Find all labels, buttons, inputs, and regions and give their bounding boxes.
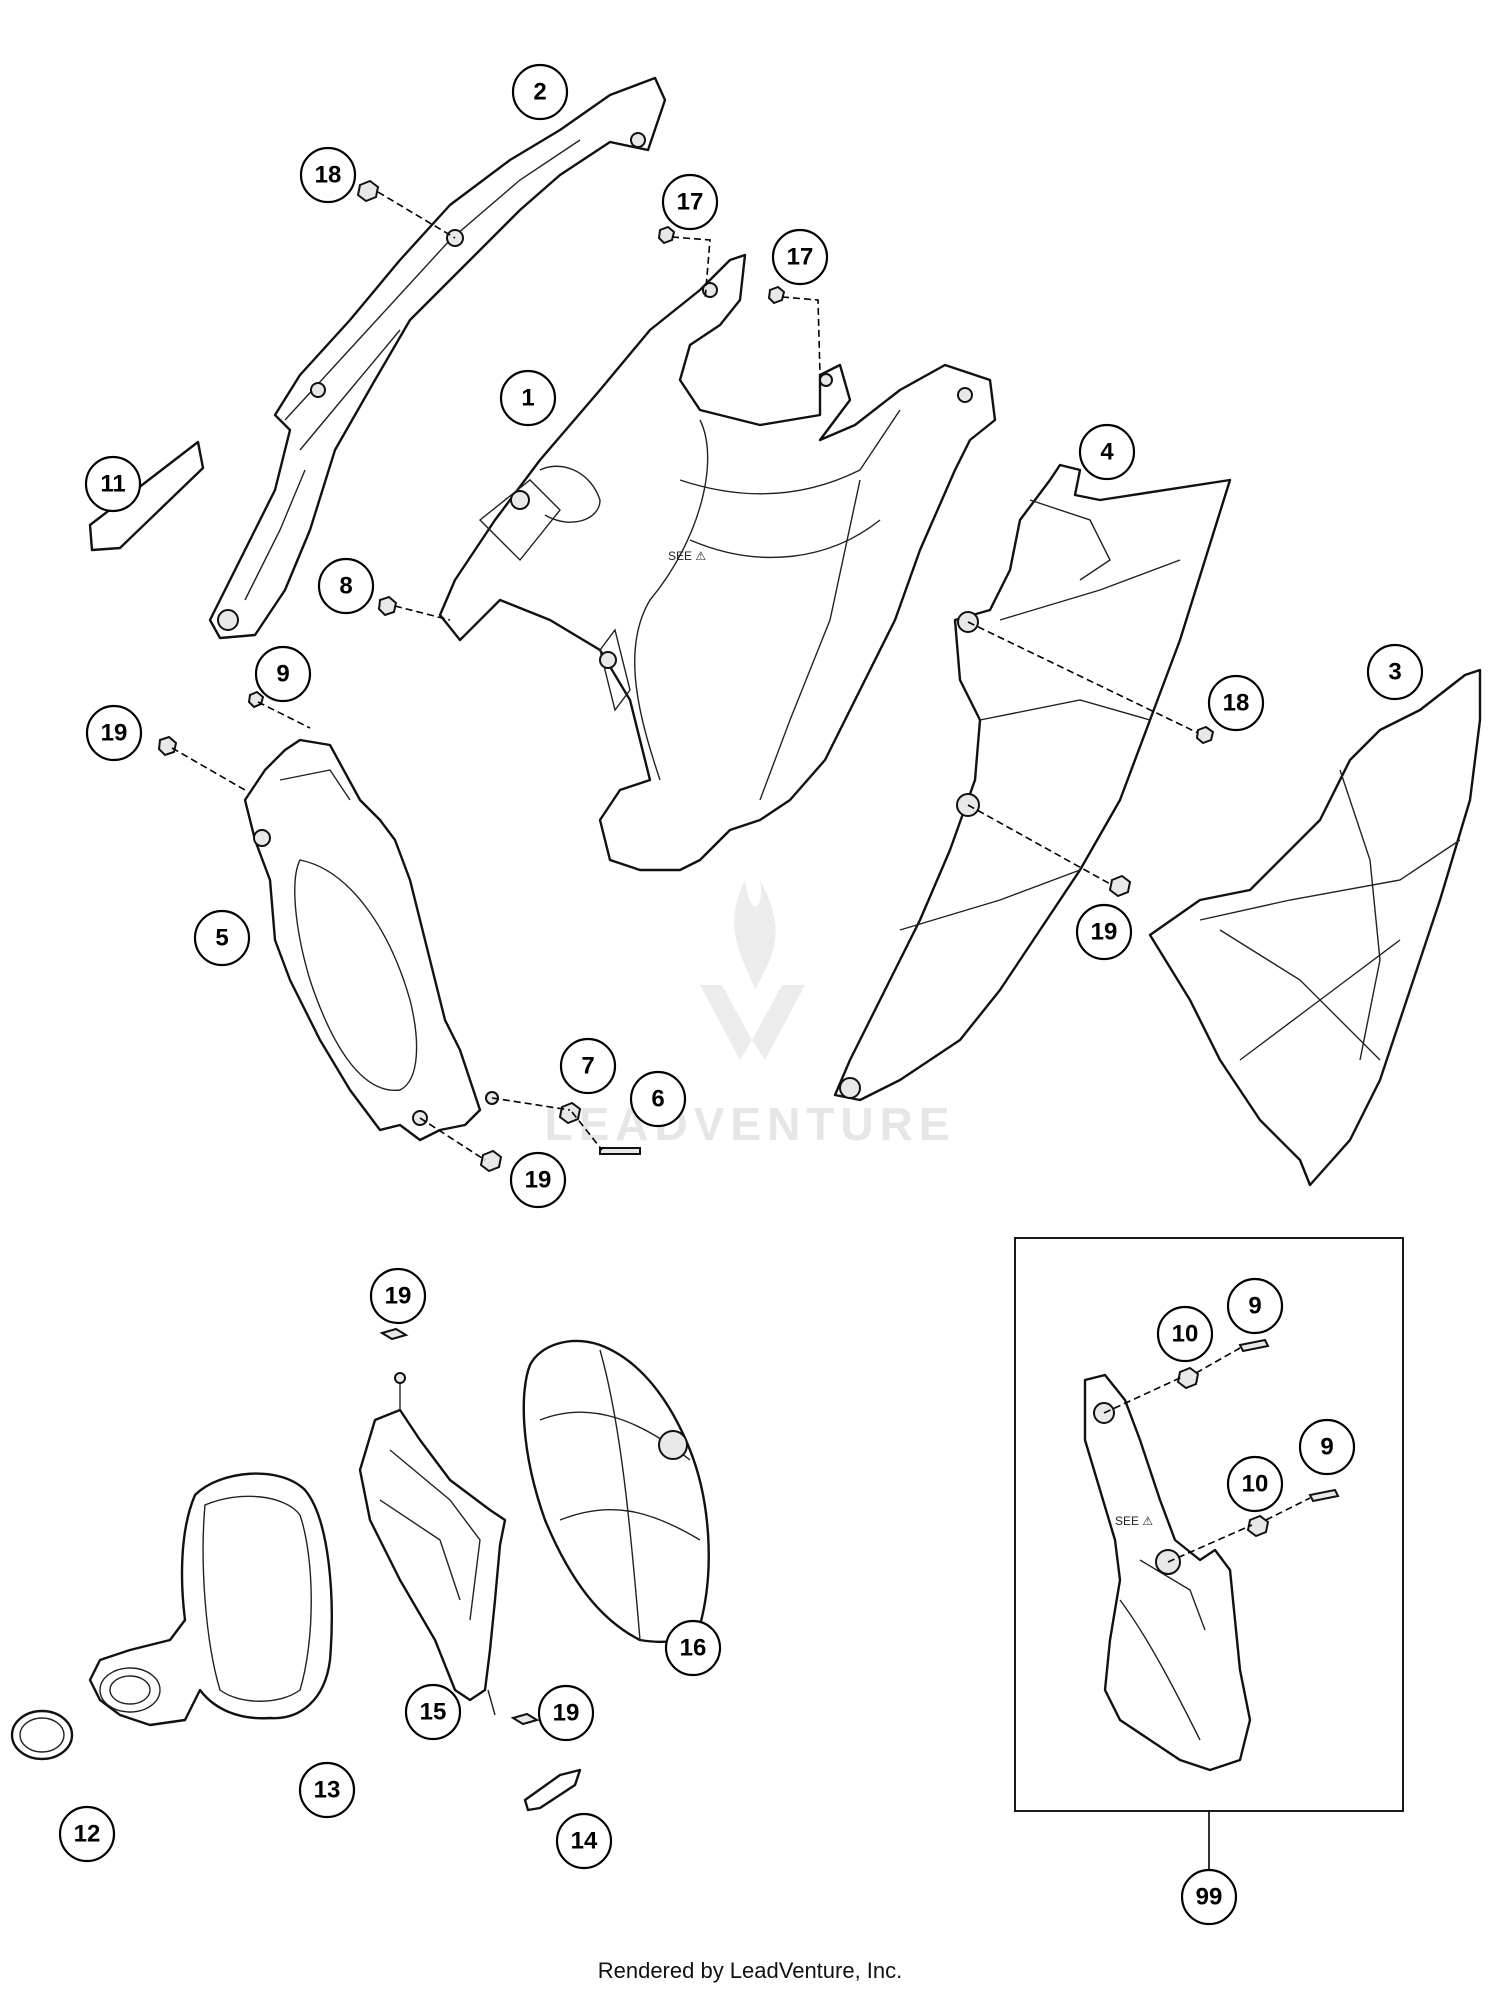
callout-14[interactable]: 14 [555,1812,613,1870]
svg-text:19: 19 [101,720,128,747]
svg-text:13: 13 [314,1777,341,1804]
callout-9[interactable]: 9 [1226,1277,1284,1335]
callout-17[interactable]: 17 [661,173,719,231]
leader-lines [171,191,1311,1563]
svg-text:12: 12 [74,1821,101,1848]
nut-19b [1108,874,1132,898]
nut-8 [377,595,398,617]
callout-9[interactable]: 9 [254,645,312,703]
svg-text:10: 10 [1172,1321,1199,1348]
part-12-clamp [10,1709,74,1761]
svg-text:99: 99 [1196,1884,1223,1911]
bolt-17a [657,225,676,245]
nut-19c [479,1149,503,1173]
part-4-side-cover [833,463,1232,1102]
svg-text:16: 16 [680,1635,707,1662]
svg-text:18: 18 [1223,690,1250,717]
washer-10a [1176,1366,1200,1390]
svg-text:19: 19 [1091,919,1118,946]
callout-8[interactable]: 8 [317,557,375,615]
svg-text:18: 18 [315,162,342,189]
callout-10[interactable]: 10 [1226,1455,1284,1513]
svg-text:SEE ⚠: SEE ⚠ [668,549,706,563]
callout-17[interactable]: 17 [771,228,829,286]
svg-text:6: 6 [651,1086,664,1113]
callout-12[interactable]: 12 [58,1805,116,1863]
svg-text:17: 17 [677,189,704,216]
bolt-9a [247,690,265,709]
svg-text:1: 1 [521,385,534,412]
part-13-filter-boot [88,1472,333,1727]
part-1-airbox-cover: SEE ⚠ [438,253,997,872]
svg-text:19: 19 [525,1167,552,1194]
svg-text:2: 2 [533,79,546,106]
clip-19e [510,1712,540,1726]
callout-19[interactable]: 19 [369,1267,427,1325]
watermark-flame-icon [734,880,776,990]
nut-18b [1195,725,1215,745]
svg-text:11: 11 [100,471,125,498]
svg-text:19: 19 [385,1283,412,1310]
svg-text:9: 9 [1248,1293,1261,1320]
clip-19d [379,1327,409,1341]
part-2-side-strip [208,76,667,640]
part-5-airbox-frame [243,738,499,1142]
callout-19[interactable]: 19 [1075,903,1133,961]
washer-7 [558,1101,582,1125]
nut-18a [356,179,380,203]
callout-16[interactable]: 16 [664,1619,722,1677]
svg-text:9: 9 [1320,1434,1333,1461]
part-99-side-panel: SEE ⚠ [1083,1373,1252,1772]
callout-15[interactable]: 15 [404,1683,462,1741]
callout-5[interactable]: 5 [193,909,251,967]
watermark-v-icon [700,985,805,1060]
svg-text:10: 10 [1242,1471,1269,1498]
callout-9[interactable]: 9 [1298,1418,1356,1476]
footer-credit: Rendered by LeadVenture, Inc. [597,1958,903,1983]
callout-11[interactable]: 11 [84,455,142,513]
part-3-side-panel [1148,668,1482,1187]
bolt-9b [1238,1338,1270,1353]
watermark: LEADVENTURE [544,880,955,1150]
svg-text:SEE ⚠: SEE ⚠ [1115,1514,1153,1528]
callout-18[interactable]: 18 [299,146,357,204]
callout-4[interactable]: 4 [1078,423,1136,481]
svg-text:8: 8 [339,573,352,600]
svg-text:15: 15 [420,1699,447,1726]
callout-6[interactable]: 6 [629,1070,687,1128]
svg-text:5: 5 [215,925,228,952]
callout-3[interactable]: 3 [1366,643,1424,701]
svg-text:4: 4 [1100,439,1114,466]
callouts: 2 18 17 17 1 4 11 8 9 19 18 3 5 19 7 6 1… [58,63,1424,1926]
bolt-9c [1308,1488,1340,1503]
nut-19a [157,735,178,757]
part-15-filter-cage [358,1372,507,1716]
bolt-6 [599,1147,641,1155]
callout-18[interactable]: 18 [1207,674,1265,732]
callout-19[interactable]: 19 [537,1684,595,1742]
svg-text:17: 17 [787,244,814,271]
watermark-text: LEADVENTURE [544,1098,955,1150]
svg-text:19: 19 [553,1700,580,1727]
svg-text:14: 14 [571,1828,598,1855]
callout-10[interactable]: 10 [1156,1305,1214,1363]
part-14-bracket [523,1768,582,1812]
washer-10b [1246,1514,1270,1538]
callout-2[interactable]: 2 [511,63,569,121]
callout-19[interactable]: 19 [85,704,143,762]
callout-1[interactable]: 1 [499,369,557,427]
svg-text:7: 7 [581,1053,594,1080]
callout-99[interactable]: 99 [1180,1868,1238,1926]
svg-text:3: 3 [1388,659,1401,686]
part-11-sticker [88,440,205,552]
callout-19[interactable]: 19 [509,1151,567,1209]
bolt-17b [767,285,786,305]
callout-13[interactable]: 13 [298,1761,356,1819]
callout-7[interactable]: 7 [559,1037,617,1095]
part-16-filter-cover [522,1339,710,1644]
svg-text:9: 9 [276,661,289,688]
